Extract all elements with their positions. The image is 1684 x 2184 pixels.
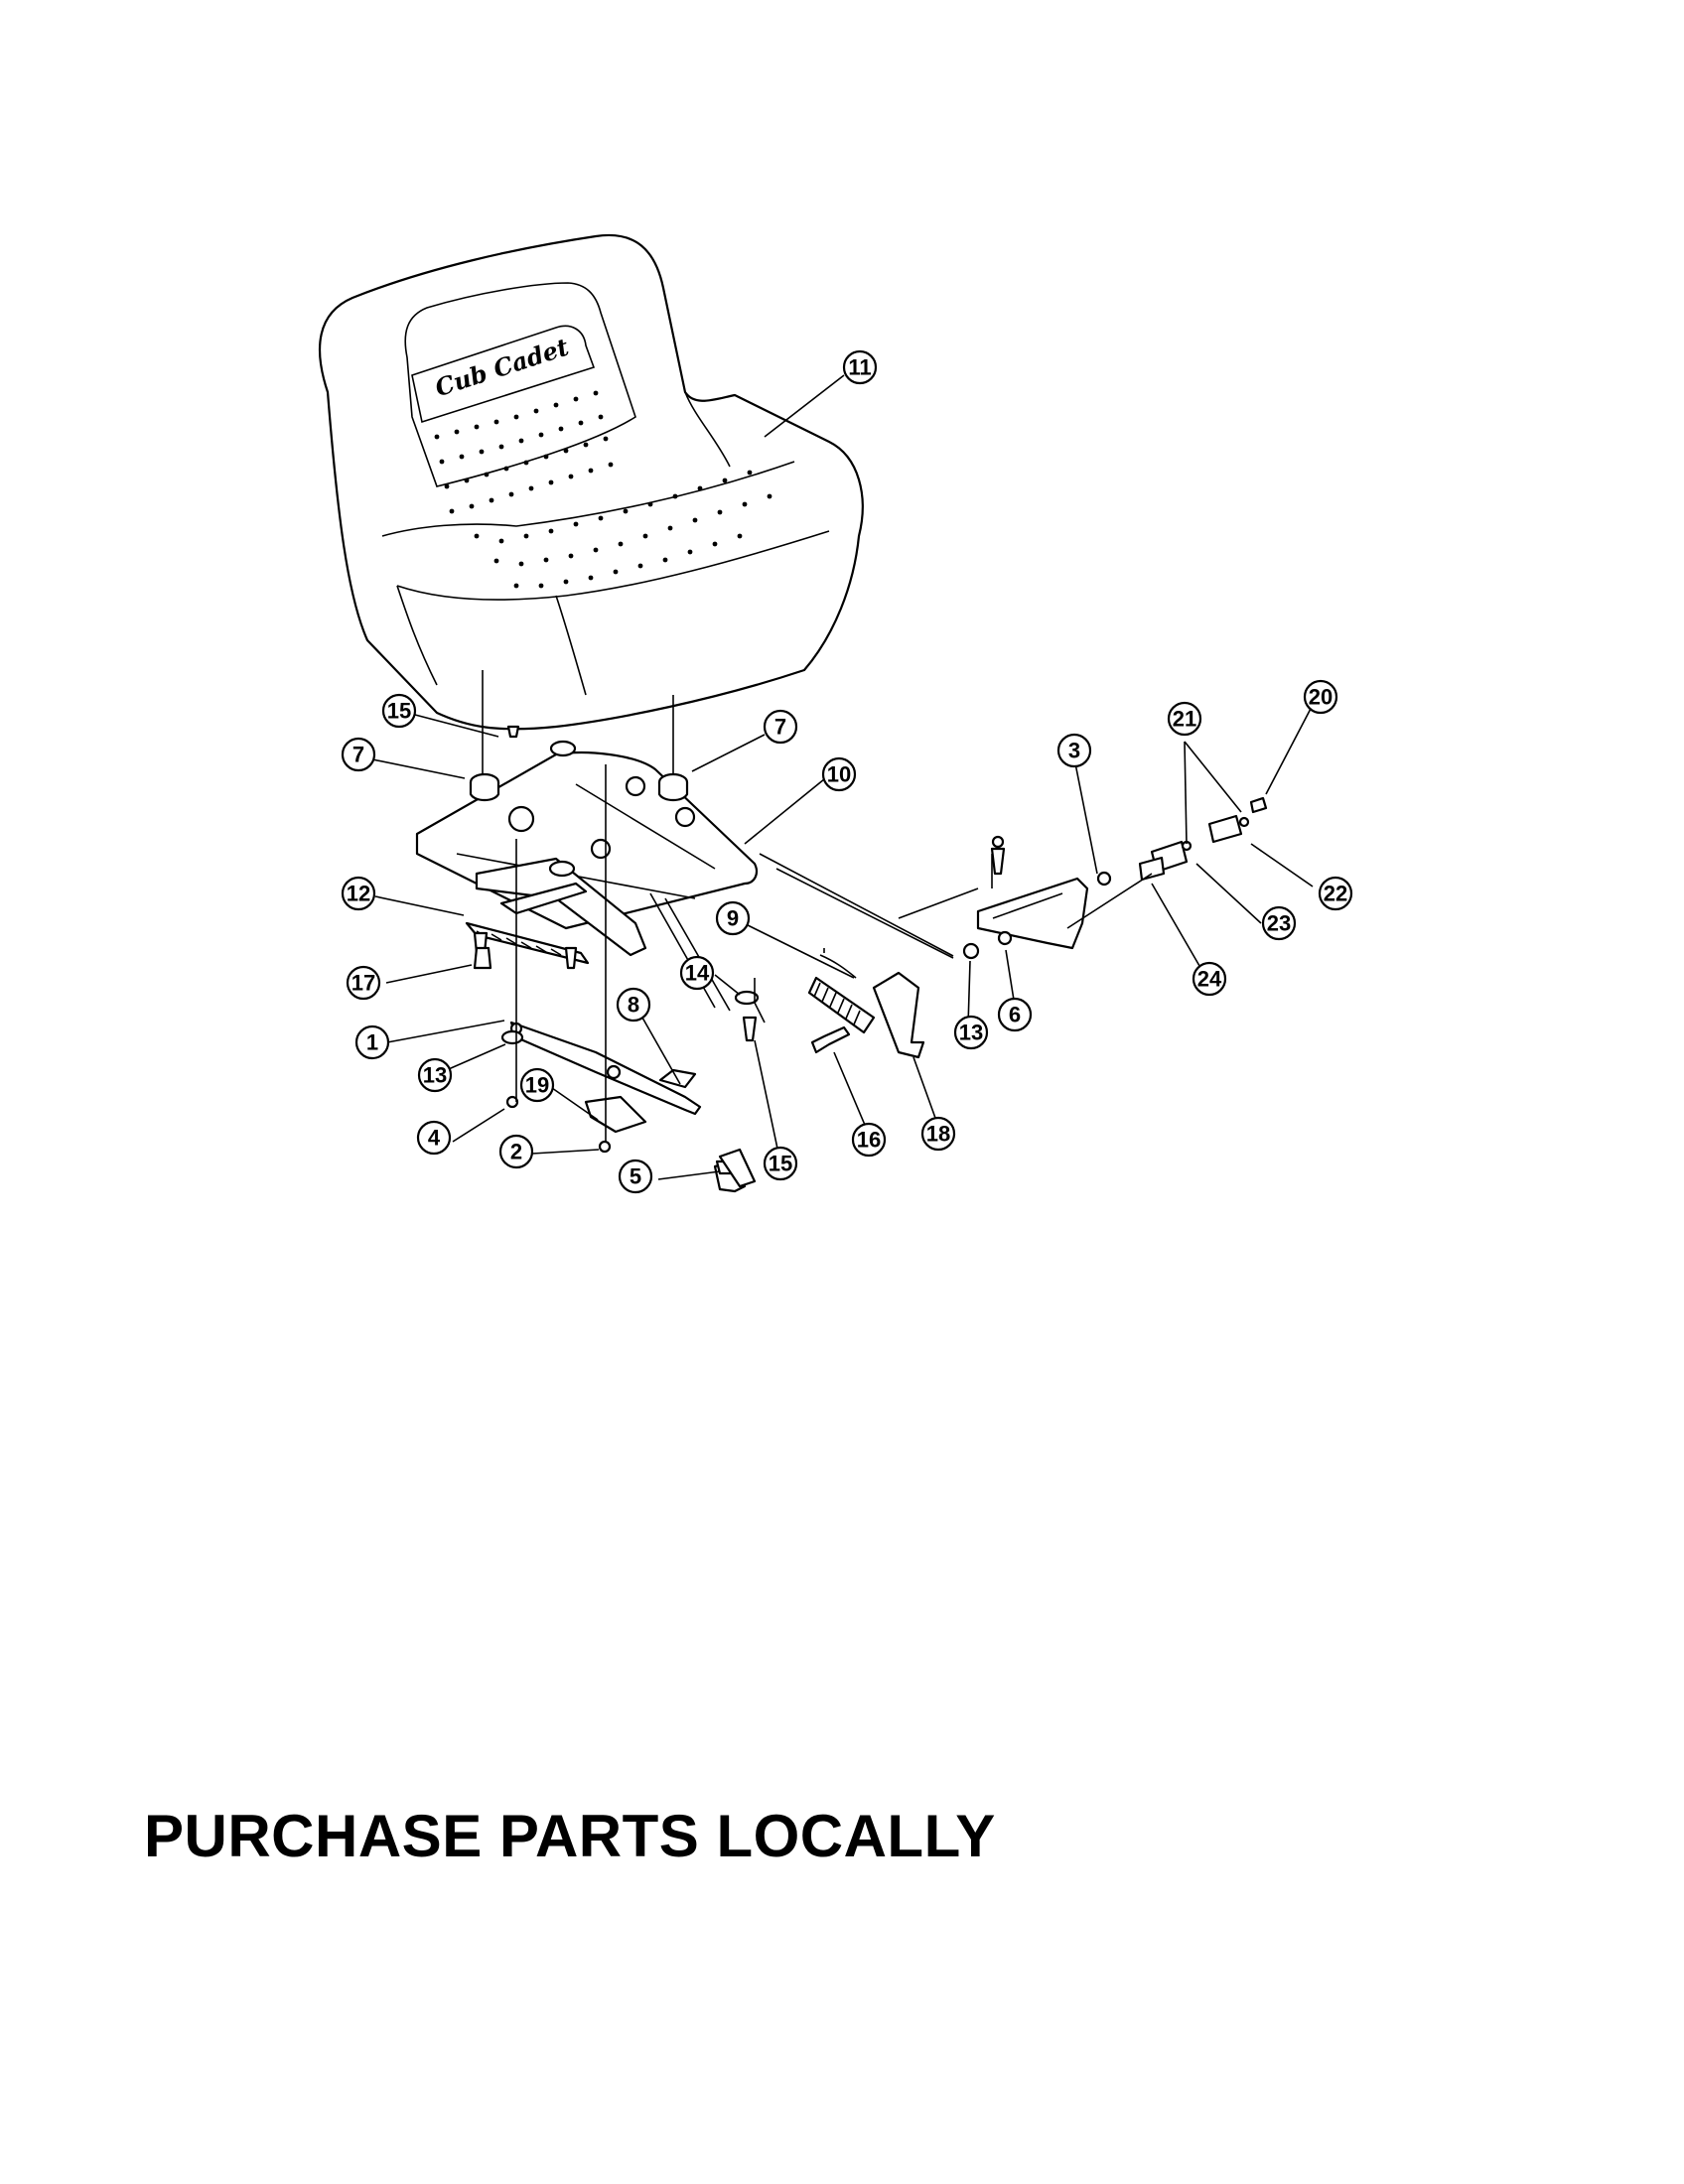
nut bbox=[997, 930, 1013, 946]
callout-14: 14 bbox=[679, 955, 715, 991]
rubber-mount-left bbox=[469, 772, 500, 802]
callout-9: 9 bbox=[715, 900, 751, 936]
alignment-lines bbox=[482, 670, 993, 1142]
callout-5: 5 bbox=[618, 1159, 653, 1194]
safety-switch bbox=[1138, 796, 1268, 882]
callout-11: 11 bbox=[842, 349, 878, 385]
svg-text:20: 20 bbox=[1309, 685, 1333, 710]
right-bracket bbox=[976, 835, 1112, 950]
callout-21: 21 bbox=[1167, 701, 1202, 737]
rubber-mount-right bbox=[657, 772, 689, 802]
callout-17: 17 bbox=[346, 965, 381, 1001]
svg-text:11: 11 bbox=[848, 355, 871, 380]
callout-2: 2 bbox=[498, 1134, 534, 1169]
callout-12: 12 bbox=[341, 876, 376, 911]
svg-text:17: 17 bbox=[351, 971, 375, 996]
callout-3: 3 bbox=[1056, 733, 1092, 768]
callout-20: 20 bbox=[1303, 679, 1338, 715]
svg-text:7: 7 bbox=[352, 743, 364, 767]
svg-text:15: 15 bbox=[769, 1152, 792, 1176]
callout-1: 1 bbox=[354, 1024, 390, 1060]
rubber-mount-plate-top bbox=[548, 740, 577, 878]
svg-text:2: 2 bbox=[510, 1140, 522, 1164]
svg-text:9: 9 bbox=[727, 906, 739, 931]
svg-text:10: 10 bbox=[827, 762, 851, 787]
svg-text:1: 1 bbox=[366, 1030, 378, 1055]
callout-16: 16 bbox=[851, 1122, 887, 1158]
spring bbox=[807, 948, 876, 1034]
svg-text:23: 23 bbox=[1267, 911, 1291, 936]
svg-text:24: 24 bbox=[1197, 967, 1222, 992]
callout-15-bottom: 15 bbox=[763, 1146, 798, 1181]
svg-text:7: 7 bbox=[774, 715, 786, 740]
svg-text:18: 18 bbox=[926, 1122, 950, 1147]
svg-text:6: 6 bbox=[1009, 1003, 1021, 1027]
svg-text:3: 3 bbox=[1068, 739, 1080, 763]
callout-22: 22 bbox=[1318, 876, 1353, 911]
purchase-parts-notice: PURCHASE PARTS LOCALLY bbox=[144, 1803, 996, 1869]
callout-18: 18 bbox=[920, 1116, 956, 1152]
svg-text:14: 14 bbox=[685, 961, 710, 986]
seat: Cub Cadet bbox=[318, 233, 864, 731]
svg-text:21: 21 bbox=[1173, 707, 1196, 732]
svg-text:12: 12 bbox=[347, 882, 370, 906]
callout-7-left: 7 bbox=[341, 737, 376, 772]
washer bbox=[962, 942, 980, 960]
svg-text:4: 4 bbox=[428, 1126, 441, 1151]
svg-text:19: 19 bbox=[525, 1073, 549, 1098]
svg-text:16: 16 bbox=[857, 1128, 881, 1153]
callout-19: 19 bbox=[519, 1067, 555, 1103]
lower-bracket bbox=[475, 857, 647, 957]
foot-pad bbox=[718, 1148, 757, 1188]
hardware bbox=[473, 725, 760, 1175]
bolt bbox=[810, 1025, 851, 1054]
svg-text:5: 5 bbox=[630, 1164, 641, 1189]
callout-23: 23 bbox=[1261, 905, 1297, 941]
svg-text:13: 13 bbox=[423, 1063, 447, 1088]
callout-4: 4 bbox=[416, 1120, 452, 1156]
callout-6: 6 bbox=[997, 997, 1033, 1032]
assembly-lines bbox=[649, 853, 1153, 1024]
svg-text:15: 15 bbox=[387, 699, 411, 724]
svg-text:13: 13 bbox=[959, 1021, 983, 1045]
svg-text:22: 22 bbox=[1324, 882, 1347, 906]
callout-13-left: 13 bbox=[417, 1057, 453, 1093]
callout-10: 10 bbox=[821, 756, 857, 792]
callout-15-top: 15 bbox=[381, 693, 417, 729]
callout-8: 8 bbox=[616, 987, 651, 1023]
svg-text:8: 8 bbox=[628, 993, 639, 1018]
pedal-arm bbox=[872, 971, 925, 1059]
callout-7-right: 7 bbox=[763, 709, 798, 745]
callout-24: 24 bbox=[1192, 961, 1227, 997]
leader-lines bbox=[371, 374, 1314, 1180]
callout-13-right: 13 bbox=[953, 1015, 989, 1050]
